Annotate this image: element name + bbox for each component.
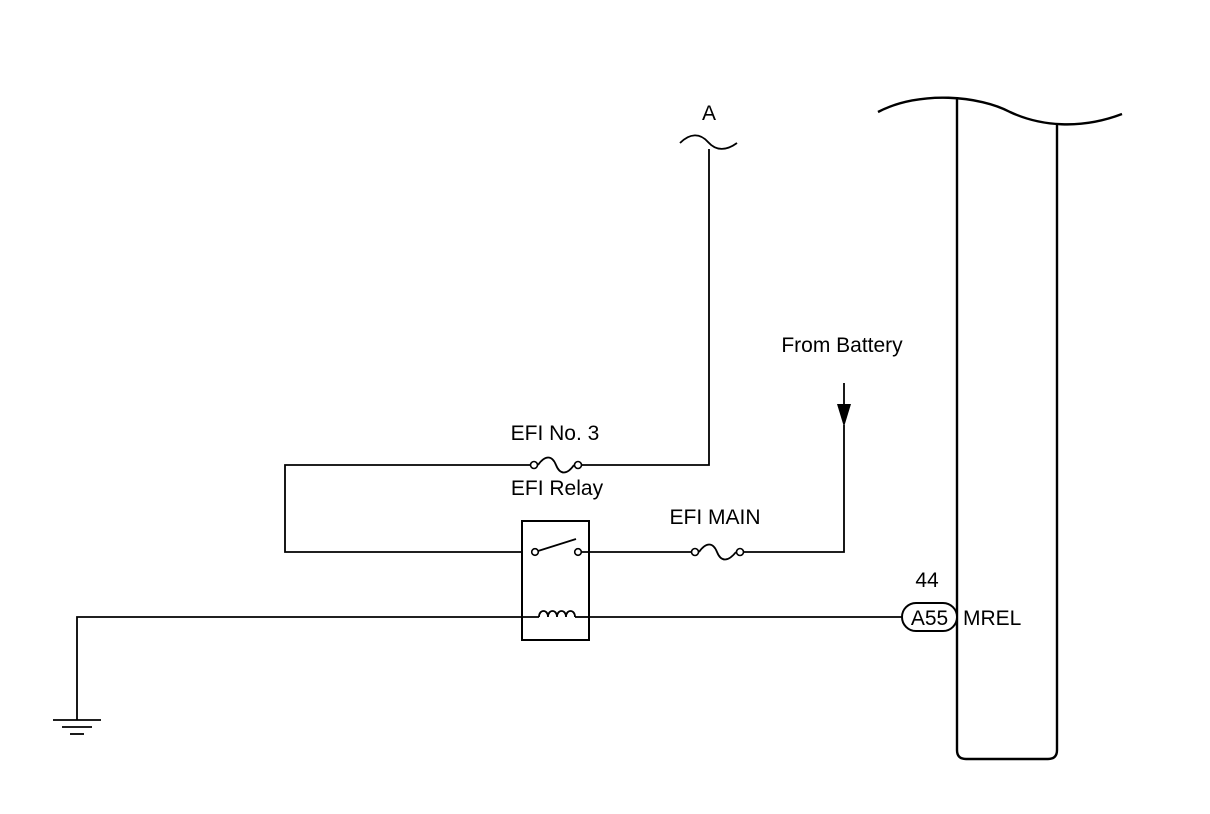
terminal-name-label: MREL (963, 607, 1021, 630)
fuse-efi-no3: EFI No. 3 (511, 422, 600, 474)
battery-arrow: From Battery (781, 334, 903, 427)
ground-symbol (53, 719, 101, 735)
pin-number-label: 44 (915, 569, 939, 592)
ecm-block (877, 96, 1123, 761)
battery-source-label: From Battery (781, 334, 903, 357)
fuse-efi-main-label: EFI MAIN (669, 506, 760, 529)
connection-point-a: A (679, 102, 738, 150)
fuse-efi-no3-label: EFI No. 3 (511, 422, 600, 445)
connection-point-label: A (702, 102, 716, 125)
wire-ground-to-relay-coil (76, 616, 522, 720)
connector-a55: A55 44 MREL (901, 569, 1021, 632)
wire-fuse-to-relay-switch (284, 464, 531, 553)
relay-label: EFI Relay (511, 477, 604, 500)
wire-fuse-efi-main-to-battery (744, 425, 845, 553)
connector-id-label: A55 (911, 607, 948, 630)
efi-relay: EFI Relay (511, 477, 604, 641)
wire-a-to-fuse-efi-no3 (581, 149, 710, 466)
fuse-efi-main: EFI MAIN (669, 506, 761, 561)
